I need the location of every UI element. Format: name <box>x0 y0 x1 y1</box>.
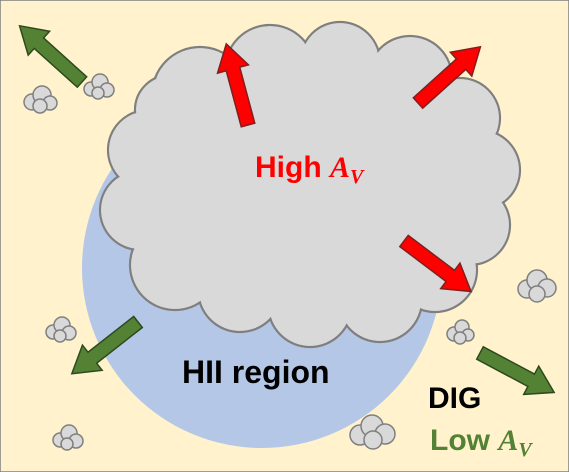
cloud-icon <box>517 269 557 303</box>
cloud-icon <box>23 85 58 114</box>
low-av-label: Low AV <box>430 424 533 461</box>
hii-region-label: HII region <box>182 354 330 390</box>
dig-label: DIG <box>428 382 481 415</box>
cloud-icon <box>83 73 115 100</box>
cloud-icon <box>52 424 84 451</box>
high-av-prefix: High <box>255 151 330 184</box>
cloud-icon <box>349 414 396 450</box>
low-av-prefix: Low <box>430 424 498 457</box>
high-av-label: High AV <box>255 151 365 188</box>
cloud-icon <box>45 316 77 343</box>
high-av-symbol: A <box>328 151 350 184</box>
low-av-symbol: A <box>496 424 518 457</box>
small-clouds <box>23 73 557 451</box>
low-av-subscript: V <box>518 439 533 461</box>
cloud-icon <box>446 319 475 345</box>
high-av-subscript: V <box>350 166 365 188</box>
